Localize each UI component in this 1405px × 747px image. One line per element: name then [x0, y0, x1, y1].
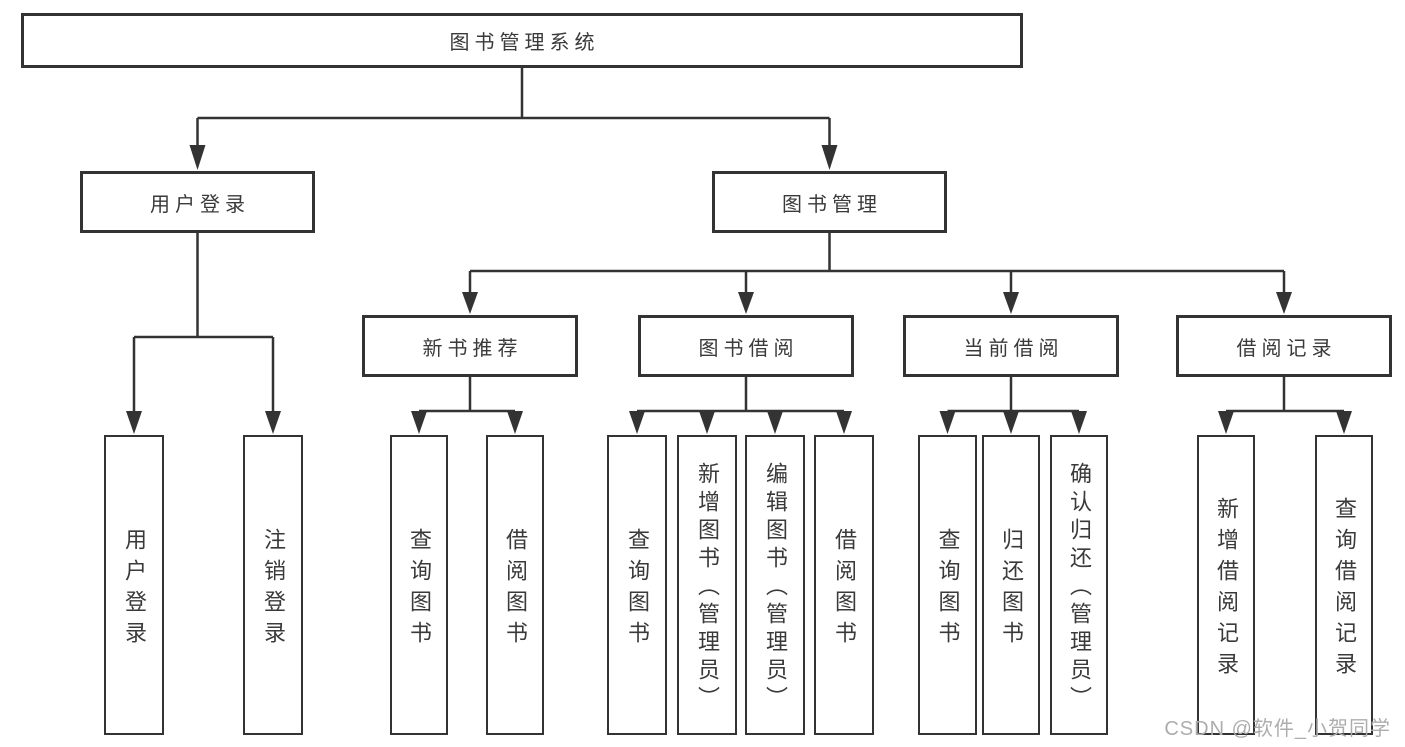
node-label: 图书借阅 [698, 337, 799, 360]
leaf-current-confirm-return-admin: 确认归还（管理员） [1050, 435, 1108, 735]
leaf-label: 归还图书 [999, 527, 1024, 652]
leaf-borrowing-borrow-books: 借阅图书 [814, 435, 874, 735]
leaf-label: 确认归还（管理员） [1067, 462, 1092, 714]
leaf-recommend-borrow-books: 借阅图书 [486, 435, 544, 735]
leaf-records-query-record: 查询借阅记录 [1315, 435, 1373, 735]
leaf-label: 查询借阅记录 [1332, 496, 1357, 683]
leaf-label: 用户登录 [122, 527, 147, 652]
leaf-current-query-books: 查询图书 [918, 435, 977, 735]
node-label: 当前借阅 [963, 337, 1064, 360]
leaf-label: 借阅图书 [503, 527, 528, 652]
node-book-borrowing: 图书借阅 [638, 315, 854, 377]
leaf-label: 查询图书 [935, 527, 961, 652]
node-library-management-system: 图书管理系统 [21, 13, 1023, 68]
node-label: 用户登录 [150, 193, 250, 216]
leaf-borrowing-add-books-admin: 新增图书（管理员） [677, 435, 737, 735]
node-user-login: 用户登录 [80, 171, 315, 233]
node-new-book-recommendation: 新书推荐 [362, 315, 578, 377]
leaf-borrowing-edit-books-admin: 编辑图书（管理员） [745, 435, 805, 735]
node-current-borrowing: 当前借阅 [903, 315, 1119, 377]
leaf-label: 借阅图书 [832, 527, 857, 652]
leaf-current-return-books: 归还图书 [982, 435, 1040, 735]
leaf-label: 新增借阅记录 [1214, 496, 1239, 683]
leaf-label: 查询图书 [625, 527, 650, 652]
leaf-records-add-record: 新增借阅记录 [1197, 435, 1255, 735]
watermark: CSDN @软件_小贺同学 [1164, 718, 1391, 740]
node-label: 借阅记录 [1236, 337, 1337, 360]
leaf-user-login: 用户登录 [104, 435, 164, 735]
leaf-label: 查询图书 [407, 527, 432, 652]
leaf-borrowing-query-books: 查询图书 [607, 435, 667, 735]
leaf-label: 编辑图书（管理员） [763, 462, 788, 714]
leaf-label: 新增图书（管理员） [695, 462, 720, 714]
leaf-logout: 注销登录 [243, 435, 303, 735]
node-label: 图书管理系统 [449, 32, 600, 54]
node-borrowing-records: 借阅记录 [1176, 315, 1392, 377]
node-book-management: 图书管理 [712, 171, 947, 233]
node-label: 新书推荐 [422, 337, 523, 360]
node-label: 图书管理 [782, 193, 882, 216]
leaf-label: 注销登录 [261, 527, 286, 652]
leaf-recommend-query-books: 查询图书 [390, 435, 448, 735]
